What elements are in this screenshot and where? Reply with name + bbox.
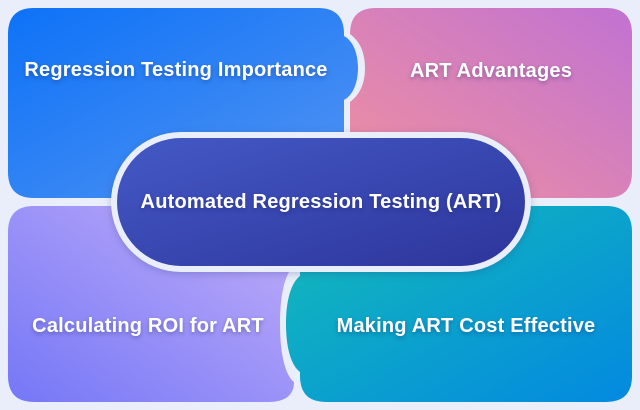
node-shape-center-art [117,138,525,266]
